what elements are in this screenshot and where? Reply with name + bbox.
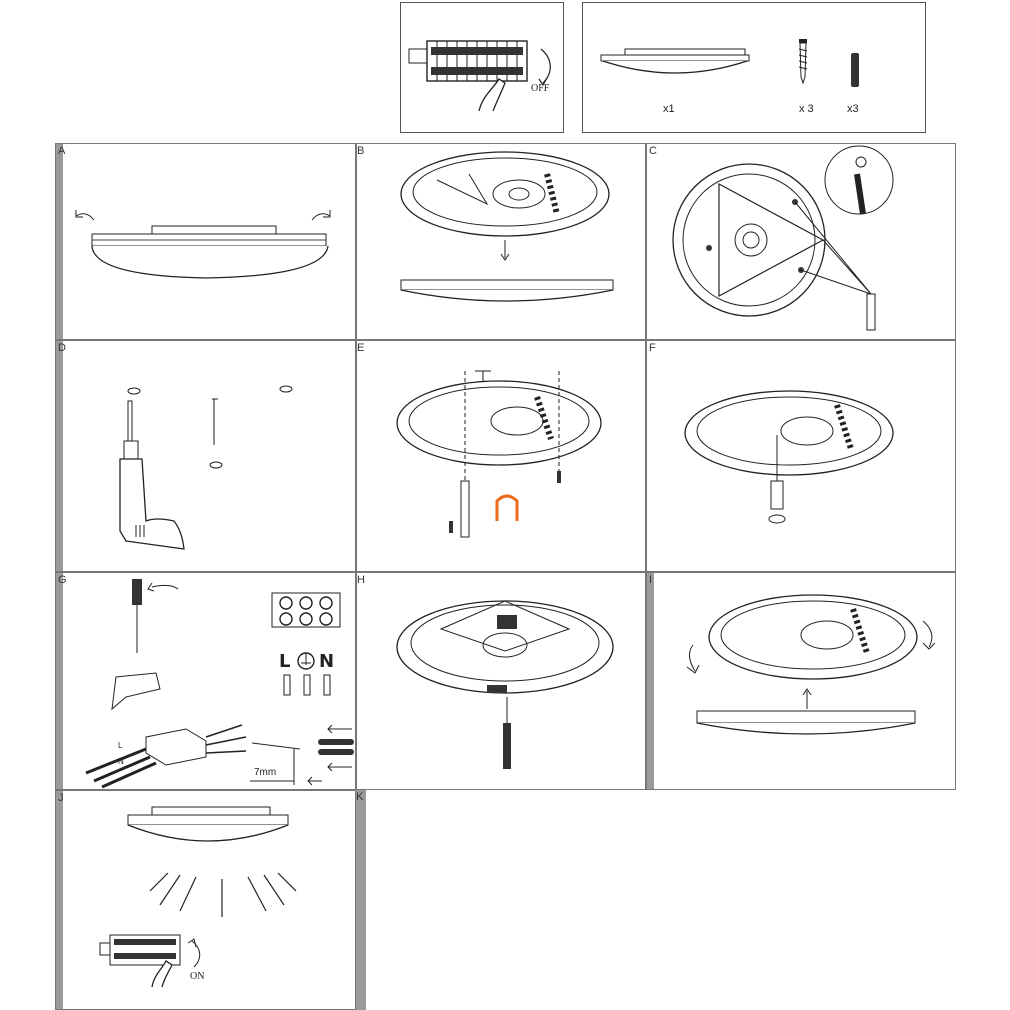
step-letter: B <box>357 145 365 157</box>
step-b-panel: B <box>356 143 646 340</box>
lamp-side-view-icon <box>75 210 331 279</box>
terminal-block-icon <box>271 592 341 628</box>
screw-qty: x 3 <box>799 103 814 115</box>
step-h-panel: H <box>356 572 646 790</box>
terminal-n-label: N <box>319 651 335 672</box>
lamp-qty: x1 <box>663 103 675 115</box>
step-f-panel: F <box>646 340 956 572</box>
step-letter: G <box>58 574 67 586</box>
step-a-panel: A <box>55 143 356 340</box>
attach-cover-icon <box>686 594 936 735</box>
ceiling-lamp-icon <box>600 48 750 74</box>
switch-on-light-icon <box>99 806 297 988</box>
breaker-switch-icon <box>408 40 551 112</box>
step-letter: D <box>58 342 66 354</box>
switch-on-label: ON <box>190 971 205 982</box>
step-letter: E <box>357 342 365 354</box>
step-letter: J <box>58 792 64 804</box>
step-letter: H <box>357 574 365 586</box>
connect-terminal-icon <box>396 600 614 769</box>
step-letter: C <box>649 145 657 157</box>
drill-holes-icon <box>119 385 293 550</box>
base-plate-removal-icon <box>400 151 614 302</box>
fasten-screws-icon <box>684 390 894 524</box>
switch-off-label: OFF <box>531 83 550 94</box>
step-c-panel: C <box>646 143 956 340</box>
step-e-panel: E <box>356 340 646 572</box>
wiring-connection-icon <box>85 579 354 789</box>
step-d-panel: D <box>55 340 356 572</box>
step-k-panel: K <box>356 790 368 1010</box>
step-letter: I <box>649 574 653 586</box>
terminal-l-label: L <box>279 651 291 672</box>
wire-tag-n: N <box>118 757 124 766</box>
screw-icon <box>798 39 808 85</box>
step-letter: K <box>356 791 364 803</box>
strip-length-label: 7mm <box>254 767 277 778</box>
wall-anchor-icon <box>851 53 859 87</box>
parts-box: x1 x 3 x3 <box>582 2 926 133</box>
switch-off-box: OFF <box>400 2 564 133</box>
step-g-panel: G L N L N 7mm <box>55 572 356 790</box>
step-letter: F <box>649 342 656 354</box>
step-letter: A <box>58 145 66 157</box>
step-j-panel: J ON <box>55 790 356 1010</box>
anchor-qty: x3 <box>847 103 859 115</box>
step-i-panel: I <box>646 572 956 790</box>
base-plate-top-view-icon <box>672 145 894 331</box>
mount-base-plate-icon <box>396 370 602 538</box>
wire-tag-l: L <box>118 741 123 750</box>
